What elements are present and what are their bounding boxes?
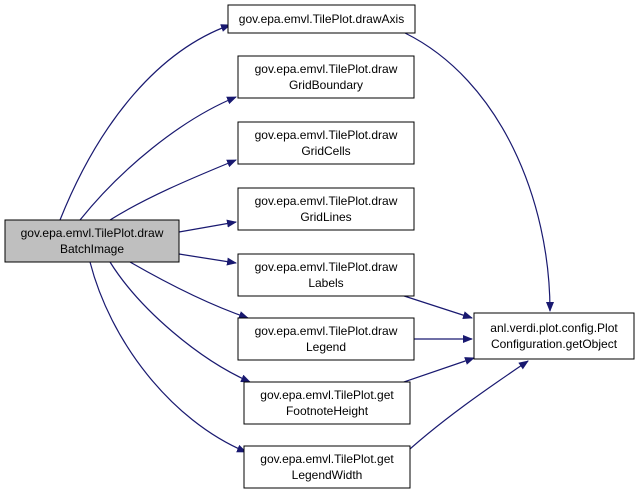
node-label-line: GridLines [300,210,351,224]
node-label-line: Labels [308,276,343,290]
node-box [237,121,415,165]
node-label-line: gov.epa.emvl.TilePlot.get [260,452,394,466]
node-box [4,219,180,263]
node-box [243,445,411,489]
node-box [237,253,415,297]
edge-get_footnote_height-to-get_object [397,357,475,385]
node-label-line: gov.epa.emvl.TilePlot.draw [255,194,398,208]
node-label-line: FootnoteHeight [286,404,369,418]
node-draw-axis[interactable]: gov.epa.emvl.TilePlot.drawAxis [227,4,416,34]
node-label-line: gov.epa.emvl.TilePlot.draw [21,226,164,240]
node-label-line: GridBoundary [289,78,363,92]
edge-root-to-draw_grid_cells [109,159,237,221]
node-box [227,4,416,34]
edge-root-to-get_legend_width [89,261,247,453]
node-label-line: LegendWidth [292,468,363,482]
edge-root-to-draw_grid_lines [178,219,237,233]
edge-root-to-draw_legend [129,261,249,319]
node-box [243,381,411,425]
node-box [473,312,635,360]
nodes: gov.epa.emvl.TilePlot.drawBatchImagegov.… [4,4,635,489]
node-box [237,55,415,99]
edge-root-to-draw_labels [178,253,237,266]
edge-root-to-get_footnote_height [109,261,251,383]
edge-get_legend_width-to-get_object [397,360,529,461]
node-label-line: Legend [306,340,346,354]
node-label-line: gov.epa.emvl.TilePlot.draw [255,128,398,142]
node-box [237,187,415,231]
edge-draw_labels-to-get_object [397,293,473,320]
edge-root-to-draw_axis [59,24,231,221]
edge-root-to-draw_grid_boundary [79,96,237,221]
node-label-line: gov.epa.emvl.TilePlot.draw [255,324,398,338]
edge-draw_axis-to-get_object [404,32,554,312]
edges [59,24,554,461]
node-label-line: gov.epa.emvl.TilePlot.drawAxis [239,12,404,26]
node-get-object[interactable]: anl.verdi.plot.config.PlotConfiguration.… [473,312,635,360]
node-label-line: BatchImage [60,242,124,256]
node-label-line: GridCells [301,144,350,158]
node-label-line: Configuration.getObject [491,337,618,351]
node-label-line: gov.epa.emvl.TilePlot.get [260,388,394,402]
node-label-line: gov.epa.emvl.TilePlot.draw [255,62,398,76]
node-box [237,317,415,361]
node-label-line: anl.verdi.plot.config.Plot [490,321,618,335]
node-label-line: gov.epa.emvl.TilePlot.draw [255,260,398,274]
